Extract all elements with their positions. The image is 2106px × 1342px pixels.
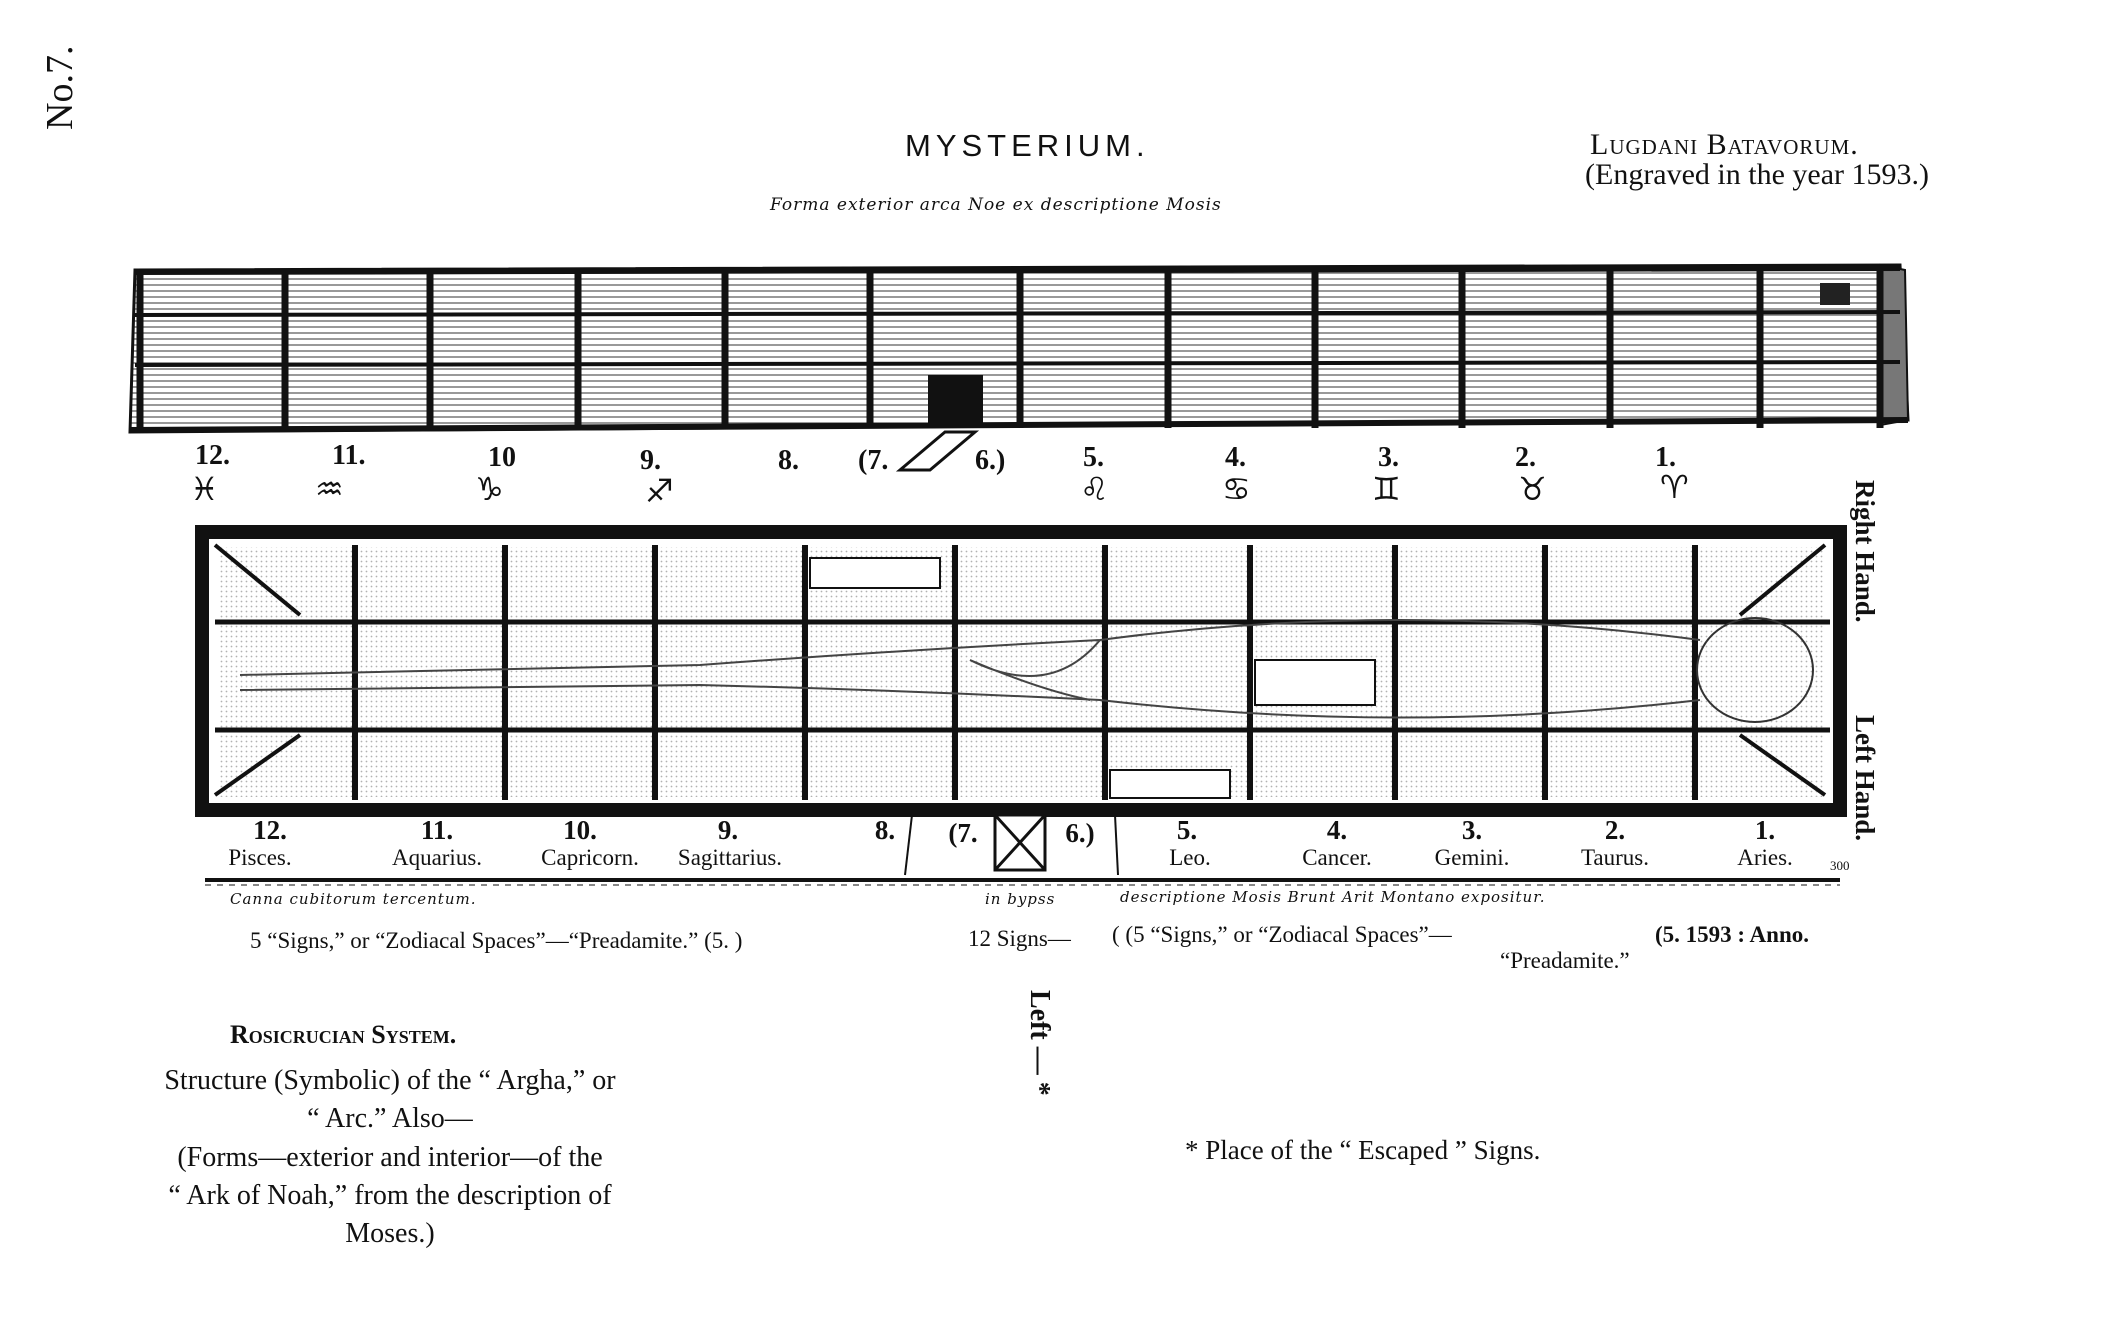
- sign-label: Aquarius.: [391, 845, 483, 870]
- sagittarius-symbol-icon: ♐: [645, 472, 674, 510]
- exterior-number: 12.: [195, 440, 230, 471]
- sign-label: Gemini.: [1434, 845, 1510, 870]
- interior-number: 5.: [1176, 815, 1198, 845]
- latin-description-note: descriptione Mosis Brunt Arit Montano ex…: [1120, 888, 1546, 906]
- cancer-symbol-icon: ♋: [1222, 470, 1251, 508]
- exterior-ramp: [895, 430, 980, 472]
- interior-number: 6.): [1065, 818, 1095, 848]
- rosicrucian-line: Structure (Symbolic) of the “ Argha,” or: [164, 1065, 616, 1096]
- pisces-symbol-icon: ♓: [190, 470, 219, 508]
- sign-label: Sagittarius.: [677, 845, 783, 870]
- rosicrucian-line: (Forms—exterior and interior—of the: [177, 1142, 603, 1173]
- sign-label: Pisces.: [228, 845, 292, 870]
- interior-number: 2.: [1604, 815, 1626, 845]
- interior-stairs: [809, 557, 1376, 799]
- exterior-number: 6.): [975, 445, 1006, 476]
- sign-label: Aries.: [1737, 845, 1793, 870]
- taurus-symbol-icon: ♉: [1518, 470, 1547, 508]
- scale-end-label: 300: [1830, 858, 1850, 873]
- escaped-signs-note: * Place of the “ Escaped ” Signs.: [1185, 1135, 1541, 1165]
- exterior-number: 11.: [332, 440, 366, 471]
- ark-interior: [195, 525, 1847, 886]
- exterior-number: 1.: [1655, 442, 1676, 473]
- left-hand-label: Left Hand.: [1850, 715, 1880, 842]
- interior-number: 8.: [874, 815, 896, 845]
- ark-exterior: [128, 263, 1910, 472]
- page-title: MYSTERIUM.: [905, 128, 1150, 163]
- interior-number: 1.: [1754, 815, 1776, 845]
- interior-number: 11.: [420, 815, 454, 845]
- caption-right-preadamite: “Preadamite.”: [1500, 948, 1630, 973]
- figure-hand: [969, 639, 1101, 701]
- sign-label: Cancer.: [1302, 845, 1372, 870]
- sign-label: Taurus.: [1580, 845, 1649, 870]
- exterior-number: 5.: [1083, 442, 1104, 473]
- engraved-date: (Engraved in the year 1593.): [1585, 158, 1930, 191]
- exterior-number: 10: [488, 442, 516, 473]
- capricorn-symbol-icon: ♑: [475, 470, 504, 508]
- exterior-number: 8.: [778, 445, 799, 476]
- publisher: Lugdani Batavorum.: [1590, 128, 1859, 161]
- rosicrucian-line: “ Ark of Noah,” from the description of: [168, 1180, 612, 1211]
- interior-number: 10.: [563, 815, 597, 845]
- interior-number: 3.: [1461, 815, 1483, 845]
- sign-label: Leo.: [1169, 845, 1211, 870]
- latin-scale-note: Canna cubitorum tercentum.: [230, 890, 477, 908]
- rosicrucian-title: Rosicrucian System.: [230, 1020, 457, 1049]
- interior-number: 4.: [1326, 815, 1348, 845]
- exterior-number: (7.: [858, 445, 889, 476]
- exterior-number: 4.: [1225, 442, 1246, 473]
- caption-left: 5 “Signs,” or “Zodiacal Spaces”—“Preadam…: [250, 928, 743, 953]
- exterior-number: 3.: [1378, 442, 1399, 473]
- exterior-door: [928, 375, 983, 425]
- sign-label: Capricorn.: [541, 845, 639, 870]
- leo-symbol-icon: ♌: [1080, 470, 1109, 508]
- rosicrucian-line: “ Arc.” Also—: [307, 1103, 473, 1134]
- right-hand-label: Right Hand.: [1850, 480, 1880, 623]
- left-escaped-marker: Left — *: [1024, 990, 1055, 1096]
- caption-right: ( (5 “Signs,” or “Zodiacal Spaces”—: [1112, 922, 1452, 947]
- interior-number: 9.: [717, 815, 739, 845]
- aquarius-symbol-icon: ♒: [315, 470, 344, 508]
- interior-number: 12.: [253, 815, 287, 845]
- rosicrucian-line: Moses.): [345, 1218, 435, 1249]
- latin-subtitle: Forma exterior arca Noe ex descriptione …: [770, 195, 1222, 215]
- figure-head: [1696, 617, 1814, 723]
- gemini-symbol-icon: ♊: [1372, 470, 1401, 508]
- aries-symbol-icon: ♈: [1660, 468, 1689, 506]
- latin-mid-note: in bypss: [985, 890, 1056, 908]
- interior-number: (7.: [948, 818, 978, 848]
- exterior-window: [1820, 283, 1850, 305]
- exterior-number: 2.: [1515, 442, 1536, 473]
- caption-anno: (5. 1593 : Anno.: [1655, 922, 1809, 947]
- exterior-number: 9.: [640, 445, 661, 476]
- caption-mid: 12 Signs—: [968, 926, 1071, 951]
